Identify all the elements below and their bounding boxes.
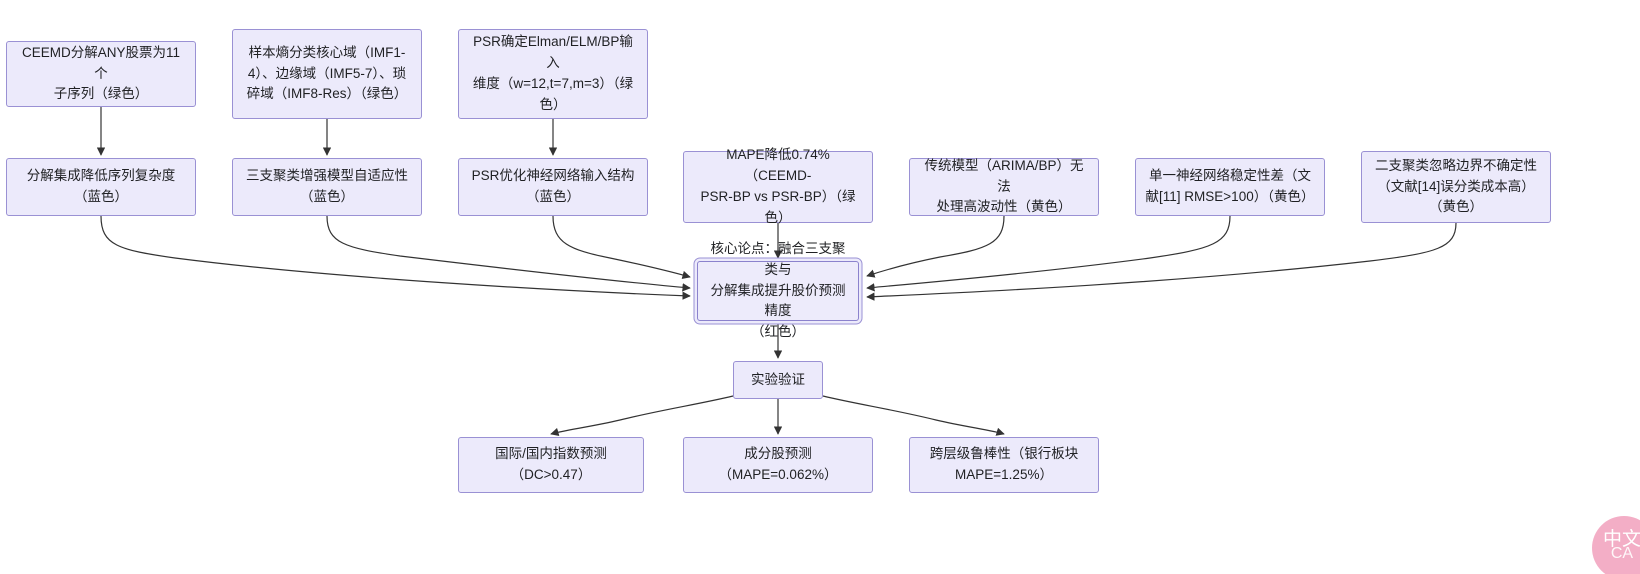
node-result-cross-level-robustness[interactable]: 跨层级鲁棒性（银行板块 MAPE=1.25%）: [909, 437, 1099, 493]
node-label: 实验验证: [751, 371, 805, 387]
node-label: 三支聚类增强模型自适应性 （蓝色）: [246, 168, 408, 204]
node-single-network-instability[interactable]: 单一神经网络稳定性差（文 献[11] RMSE>100）（黄色）: [1135, 158, 1325, 216]
node-sample-entropy-classification[interactable]: 样本熵分类核心域（IMF1- 4）、边缘域（IMF5-7）、琐 碎域（IMF8-…: [232, 29, 422, 119]
node-label: 分解集成降低序列复杂度 （蓝色）: [26, 168, 176, 204]
node-label: 样本熵分类核心域（IMF1- 4）、边缘域（IMF5-7）、琐 碎域（IMF8-…: [246, 44, 408, 102]
watermark-sub: CA: [1610, 545, 1634, 562]
watermark-badge: 中文 CA: [1592, 516, 1640, 574]
node-experimental-validation[interactable]: 实验验证: [733, 361, 823, 399]
node-psr-input-dimension[interactable]: PSR确定Elman/ELM/BP输入 维度（w=12,t=7,m=3）（绿 色…: [458, 29, 648, 119]
node-core-claim[interactable]: 核心论点：融合三支聚类与 分解集成提升股价预测精度 （红色）: [697, 241, 859, 339]
node-label: 二支聚类忽略边界不确定性 （文献[14]误分类成本高） （黄色）: [1375, 157, 1537, 215]
node-decomposition-reduces-complexity[interactable]: 分解集成降低序列复杂度 （蓝色）: [6, 158, 196, 216]
node-result-index-forecast[interactable]: 国际/国内指数预测 （DC>0.47）: [458, 437, 644, 493]
edge-n9-core: [866, 215, 1231, 292]
node-label: 成分股预测 （MAPE=0.062%）: [718, 446, 838, 482]
node-ceemd-decompose[interactable]: CEEMD分解ANY股票为11个 子序列（绿色）: [6, 41, 196, 107]
watermark-text: 中文 CA: [1603, 530, 1640, 562]
edge-exp-r3: [822, 395, 1005, 436]
node-mape-reduction[interactable]: MAPE降低0.74%（CEEMD- PSR-BP vs PSR-BP）（绿 色…: [683, 147, 873, 225]
node-label: 国际/国内指数预测 （DC>0.47）: [495, 446, 607, 482]
edge-n4-core: [100, 215, 691, 300]
node-three-way-clustering-adaptivity[interactable]: 三支聚类增强模型自适应性 （蓝色）: [232, 158, 422, 216]
node-traditional-models-limitation[interactable]: 传统模型（ARIMA/BP）无法 处理高波动性（黄色）: [909, 158, 1099, 216]
edge-n8-core: [866, 215, 1005, 278]
node-label: 跨层级鲁棒性（银行板块 MAPE=1.25%）: [929, 446, 1079, 482]
node-label: 单一神经网络稳定性差（文 献[11] RMSE>100）（黄色）: [1145, 168, 1315, 204]
node-label: MAPE降低0.74%（CEEMD- PSR-BP vs PSR-BP）（绿 色…: [700, 147, 856, 225]
node-two-way-clustering-boundary[interactable]: 二支聚类忽略边界不确定性 （文献[14]误分类成本高） （黄色）: [1361, 151, 1551, 223]
edge-n5-core: [326, 215, 691, 292]
node-label: PSR确定Elman/ELM/BP输入 维度（w=12,t=7,m=3）（绿 色…: [472, 34, 634, 112]
node-label: PSR优化神经网络输入结构 （蓝色）: [471, 168, 635, 204]
node-result-constituent-stock-forecast[interactable]: 成分股预测 （MAPE=0.062%）: [683, 437, 873, 493]
watermark-main: 中文: [1602, 529, 1640, 550]
edge-exp-r1: [550, 395, 734, 436]
node-label: CEEMD分解ANY股票为11个 子序列（绿色）: [21, 44, 181, 102]
edge-n10-core: [866, 222, 1457, 301]
node-label: 传统模型（ARIMA/BP）无法 处理高波动性（黄色）: [924, 157, 1084, 215]
node-label: 核心论点：融合三支聚类与 分解集成提升股价预测精度 （红色）: [710, 240, 846, 340]
node-psr-optimizes-network-input[interactable]: PSR优化神经网络输入结构 （蓝色）: [458, 158, 648, 216]
edge-n6-core: [552, 215, 691, 280]
